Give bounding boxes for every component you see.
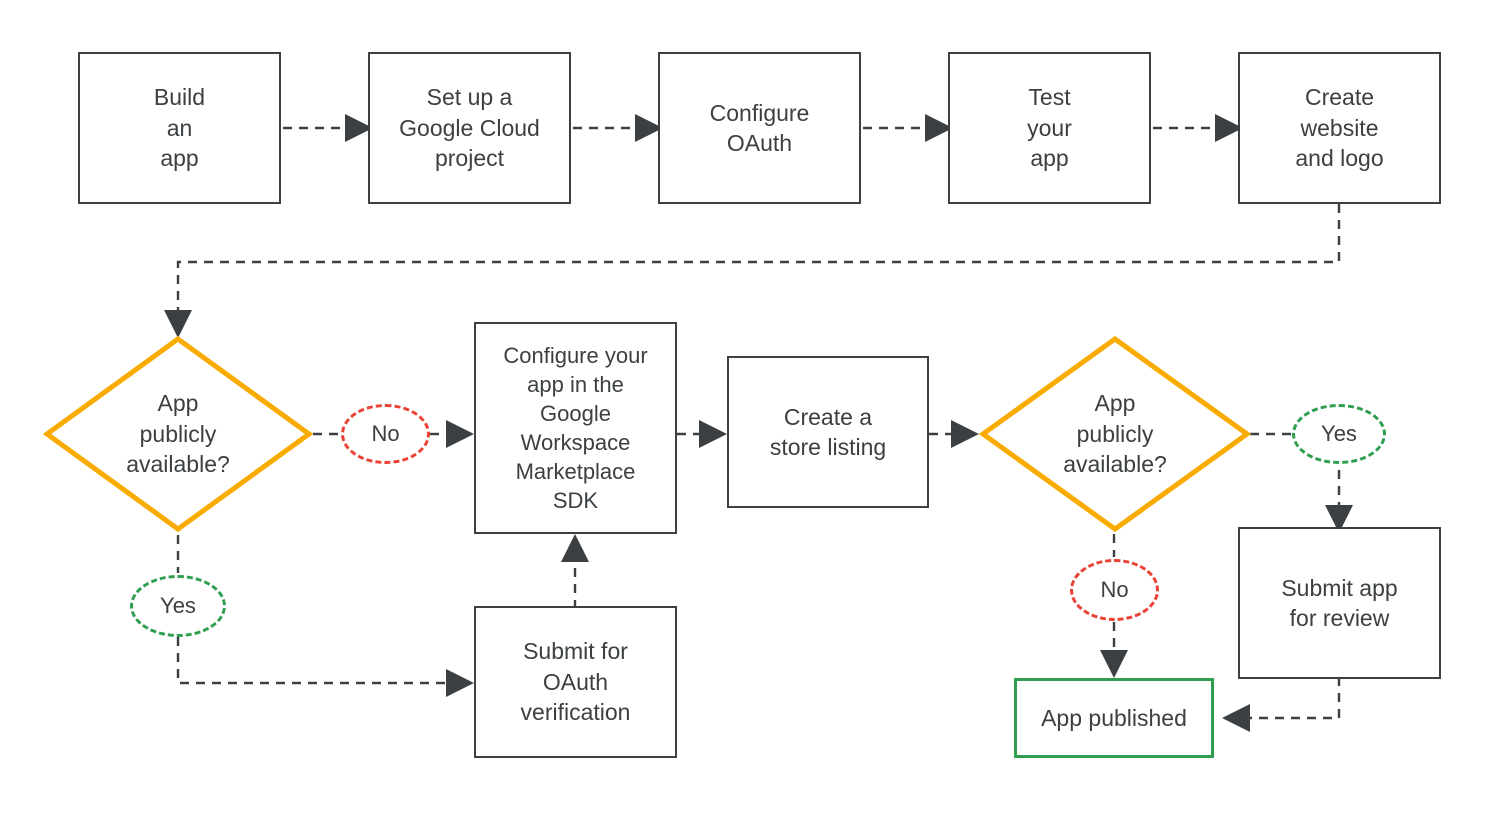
- node-configure-app-in-marketplace-sdk[interactable]: Configure your app in the Google Workspa…: [474, 322, 677, 534]
- node-label: App published: [1041, 704, 1187, 731]
- edge-label-text: No: [371, 421, 400, 446]
- edge-label-yes-1: Yes: [130, 575, 226, 637]
- edge-store-listing-to-decision2: [929, 420, 979, 448]
- node-create-website-and-logo[interactable]: Create website and logo: [1238, 52, 1441, 204]
- node-set-up-google-cloud-project[interactable]: Set up a Google Cloud project: [368, 52, 571, 204]
- node-test-your-app[interactable]: Test your app: [948, 52, 1151, 204]
- edge-label-text: Yes: [1321, 421, 1357, 446]
- edge-create-website-to-decision1: [164, 204, 1341, 338]
- edge-test-to-create-website: [1153, 114, 1243, 142]
- node-label: Submit for OAuth verification: [520, 638, 631, 726]
- edge-oauth-to-test: [863, 114, 953, 142]
- diamond-shape: [42, 335, 314, 533]
- node-create-a-store-listing[interactable]: Create a store listing: [727, 356, 929, 508]
- node-app-published[interactable]: App published: [1014, 678, 1214, 758]
- node-label: Create a store listing: [769, 403, 887, 460]
- edge-decision2-yes: [1250, 432, 1353, 533]
- edge-build-to-setup: [283, 114, 373, 142]
- edge-oauth-verification-to-sdk: [561, 534, 589, 625]
- edge-decision1-yes: [176, 535, 474, 697]
- edge-decision1-no: [313, 420, 474, 448]
- node-label: App publicly available?: [1063, 390, 1167, 478]
- node-configure-oauth[interactable]: Configure OAuth: [658, 52, 861, 204]
- node-label: Configure your app in the Google Workspa…: [503, 342, 648, 514]
- edge-decision2-no: [1100, 534, 1128, 678]
- edge-label-text: Yes: [160, 593, 196, 618]
- edge-label-yes-2: Yes: [1292, 404, 1386, 464]
- node-submit-for-oauth-verification[interactable]: Submit for OAuth verification: [474, 606, 677, 758]
- node-label: Test your app: [1027, 84, 1072, 172]
- node-build-an-app[interactable]: Build an app: [78, 52, 281, 204]
- edge-sdk-to-store-listing: [677, 420, 727, 448]
- node-label: Set up a Google Cloud project: [399, 84, 540, 172]
- edge-review-to-published: [1222, 677, 1341, 732]
- node-decision-app-publicly-available-2[interactable]: App publicly available?: [978, 335, 1252, 533]
- node-label: App publicly available?: [126, 390, 230, 478]
- edge-label-text: No: [1100, 577, 1129, 602]
- node-label: Create website and logo: [1295, 84, 1384, 172]
- node-submit-app-for-review[interactable]: Submit app for review: [1238, 527, 1441, 679]
- diamond-shape: [978, 335, 1252, 533]
- edge-setup-to-oauth: [573, 114, 663, 142]
- node-label: Build an app: [153, 84, 206, 172]
- edge-label-no-2: No: [1070, 559, 1159, 621]
- node-label: Submit app for review: [1281, 574, 1398, 631]
- node-label: Configure OAuth: [709, 99, 810, 156]
- edge-label-no-1: No: [341, 404, 430, 464]
- node-decision-app-publicly-available-1[interactable]: App publicly available?: [42, 335, 314, 533]
